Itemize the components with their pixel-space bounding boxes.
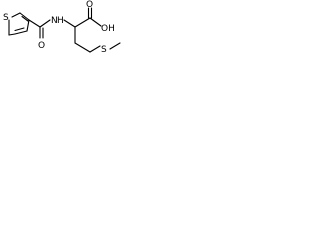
bond-cbeta-to-cgamma (74, 42, 91, 53)
bond-ring-c4-c4-double (21, 15, 29, 22)
bond-ring-c2-s (8, 33, 16, 36)
atom-label-amide-h: H (57, 16, 64, 26)
bond-ring-c5-c4 (19, 12, 30, 21)
atom-label-amide-o: O (38, 41, 45, 51)
bond-ring-to-carbonyl (28, 19, 41, 28)
atom-label-acid-oh: OH (101, 24, 115, 34)
atom-label-acid-o: O (86, 0, 93, 10)
molecule-structure-diagram: S N H O O OH S (0, 0, 136, 73)
thiophene-ring (8, 12, 30, 36)
bond-ring-c4-c3 (26, 19, 30, 32)
bond-cgamma-to-s (89, 45, 101, 53)
atom-label-amide-n: N (51, 16, 58, 26)
bond-ring-c3-c2 (14, 30, 28, 35)
methylthio-side-chain (74, 26, 121, 53)
bond-carbonyl-to-n (39, 19, 51, 28)
bond-s-to-methyl (109, 42, 121, 50)
bond-acid-c-oh (89, 17, 102, 27)
bond-ring-s-c5 (11, 12, 21, 18)
atom-label-thioether-s: S (101, 45, 107, 55)
bond-n-to-alpha-carbon (63, 19, 76, 28)
amide-group (28, 19, 76, 39)
atom-label-thiophene-s: S (3, 13, 9, 23)
bond-alpha-to-acid-carbon (74, 17, 91, 28)
atom-labels: S N H O O OH S (3, 0, 115, 55)
bond-ring-c3-c2-double (14, 27, 25, 32)
carboxylic-acid-group (74, 7, 102, 28)
